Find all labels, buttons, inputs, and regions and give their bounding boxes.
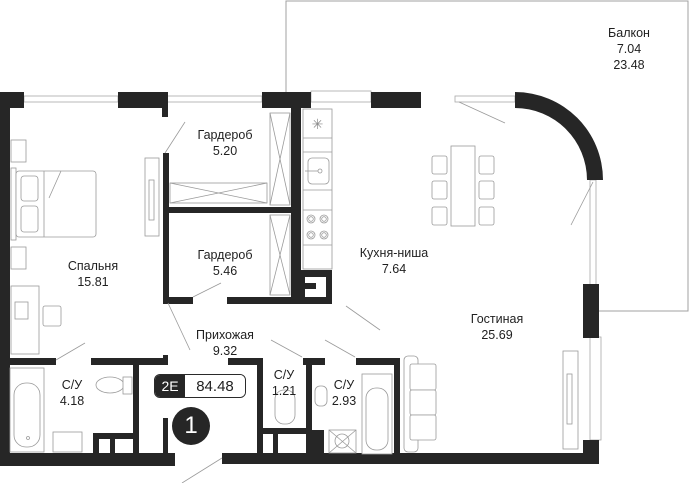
bedroom-furniture	[10, 139, 160, 355]
dining-table	[431, 145, 495, 227]
balcony-outline	[285, 0, 689, 312]
room-label-bathroom-2: С/У 2.93	[331, 378, 357, 408]
room-label-wardrobe-1: Гардероб 5.20	[197, 128, 253, 158]
kitchen-counter: ✳	[302, 108, 333, 270]
wc-fixtures	[274, 373, 393, 455]
room-label-kitchen: Кухня-ниша 7.64	[359, 246, 429, 276]
room-label-living: Гостиная 25.69	[470, 312, 524, 342]
total-area: 84.48	[185, 375, 245, 397]
wardrobe-shelves	[169, 112, 291, 296]
apartment-area-badge: 2E 84.48	[154, 374, 246, 398]
room-label-wc: С/У 1.21	[271, 368, 297, 398]
doors	[55, 101, 594, 483]
room-label-bedroom: Спальня 15.81	[67, 259, 119, 289]
bathroom-1-fixtures	[9, 367, 133, 453]
apartment-type: 2E	[155, 375, 185, 397]
living-furniture	[403, 350, 579, 453]
room-label-hallway: Прихожая 9.32	[196, 328, 254, 358]
fridge-icon: ✳	[312, 116, 324, 132]
walls	[0, 92, 603, 466]
room-label-bathroom-1: С/У 4.18	[59, 378, 85, 408]
room-label-balcony: Балкон 7.04 23.48	[608, 26, 650, 72]
room-label-wardrobe-2: Гардероб 5.46	[197, 248, 253, 278]
apartment-number: 1	[172, 407, 210, 445]
